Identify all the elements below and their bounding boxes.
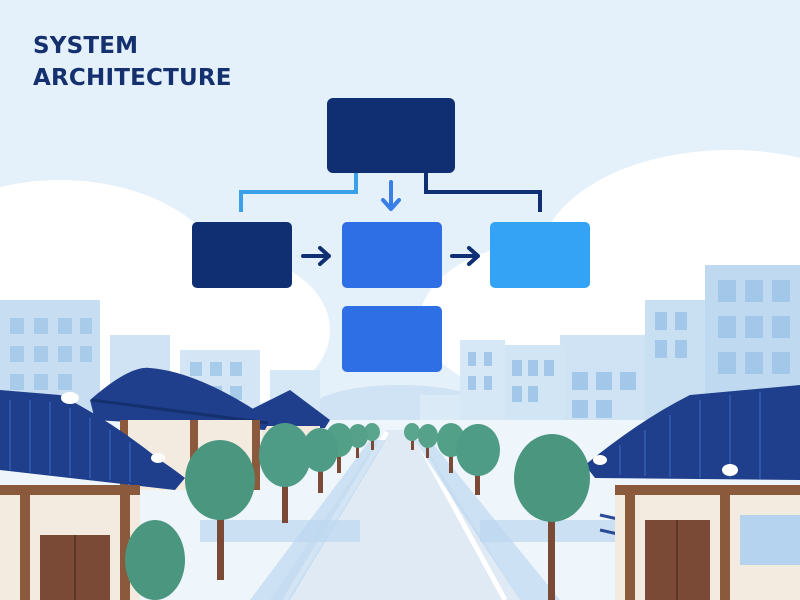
tree <box>456 424 500 495</box>
arrow-down-to-center <box>381 180 401 211</box>
architecture-diagram <box>192 98 590 372</box>
tree <box>418 424 438 458</box>
node-left <box>192 222 292 288</box>
left-hanok-houses <box>0 367 330 600</box>
title-line-1: SYSTEM <box>33 33 139 59</box>
arrow-center-to-right <box>450 246 480 266</box>
node-center <box>342 222 442 288</box>
arrow-left-to-center <box>301 246 331 266</box>
node-right <box>490 222 590 288</box>
tree <box>404 423 420 450</box>
tree <box>185 440 255 580</box>
road <box>270 430 520 600</box>
tree <box>125 520 185 600</box>
connector-top-to-left <box>239 172 358 212</box>
tree <box>259 423 311 523</box>
diagram-title: SYSTEM ARCHITECTURE <box>33 30 232 94</box>
title-line-2: ARCHITECTURE <box>33 65 232 91</box>
connector-top-to-right <box>424 172 542 212</box>
node-bottom <box>342 306 442 372</box>
right-hanok-house <box>585 385 800 600</box>
street-trees <box>125 423 590 600</box>
tree <box>514 434 590 600</box>
tree <box>302 428 338 493</box>
node-top <box>327 98 455 173</box>
tree <box>364 423 380 450</box>
tree <box>348 424 368 458</box>
